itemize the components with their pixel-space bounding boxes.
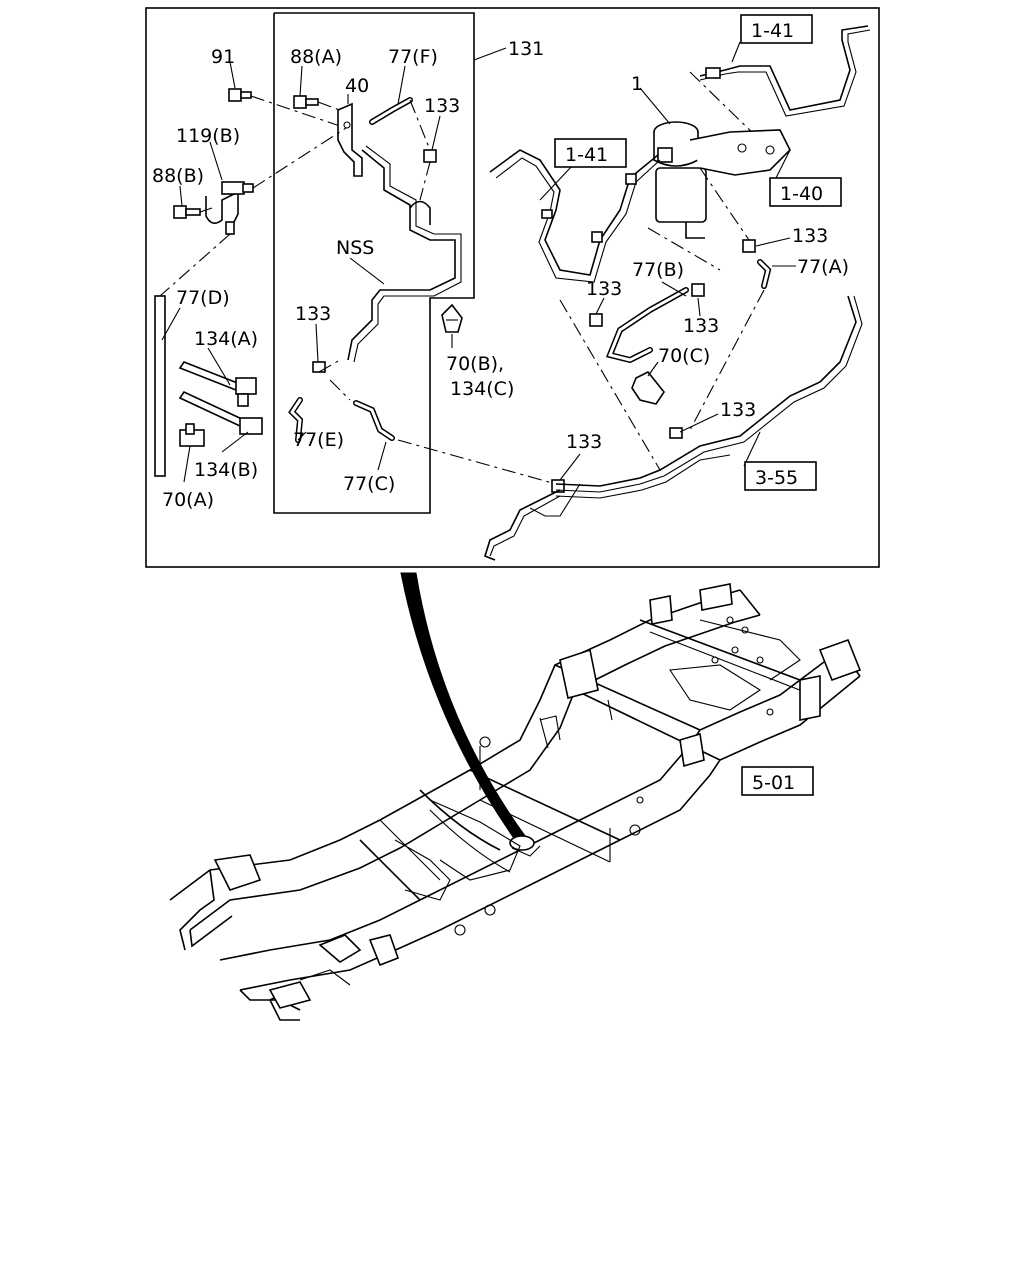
- tie-band-134a: [178, 361, 257, 407]
- label-133-bottom: 133: [566, 431, 602, 453]
- pipe-mid-1-41: [489, 149, 659, 276]
- clip-133-mid: [589, 313, 603, 327]
- label-133-mid: 133: [586, 278, 622, 300]
- label-77e: 77(E): [293, 429, 344, 451]
- ref-box-1-40[interactable]: 1-40: [769, 177, 842, 207]
- label-133-left: 133: [295, 303, 331, 325]
- label-40: 40: [345, 75, 369, 97]
- bolt-88a: [293, 95, 319, 109]
- svg-text:1-41: 1-41: [751, 20, 794, 42]
- label-133-top: 133: [424, 95, 460, 117]
- label-133-right: 133: [792, 225, 828, 247]
- detail-frame: [145, 7, 880, 568]
- tie-band-134b: [178, 390, 263, 435]
- ref-box-1-41-top[interactable]: 1-41: [740, 14, 813, 44]
- clip-133-mid2: [691, 283, 705, 297]
- clip-133-bottom: [551, 479, 565, 493]
- clip-70c: [631, 370, 665, 405]
- bolt-91: [228, 88, 252, 102]
- clip-70a: [179, 423, 205, 447]
- label-70c: 70(C): [658, 345, 710, 367]
- label-77a: 77(A): [797, 256, 849, 278]
- label-70b: 70(B),: [446, 353, 504, 375]
- label-134c: 134(C): [450, 378, 514, 400]
- label-nss: NSS: [336, 237, 374, 259]
- label-1: 1: [631, 73, 643, 95]
- bolt-88b: [173, 205, 201, 219]
- svg-text:5-01: 5-01: [752, 772, 795, 794]
- chassis-frame: [169, 583, 862, 1021]
- label-131: 131: [508, 38, 544, 60]
- bracket-119b: [205, 181, 254, 235]
- pipe-to-1-41: [699, 25, 869, 111]
- label-77d: 77(D): [176, 287, 230, 309]
- label-134a: 134(A): [194, 328, 258, 350]
- ref-box-3-55[interactable]: 3-55: [744, 461, 817, 491]
- svg-text:1-40: 1-40: [780, 183, 823, 205]
- leader-lines: [161, 41, 796, 483]
- label-88a: 88(A): [290, 46, 342, 68]
- ref-box-1-41-mid[interactable]: 1-41: [554, 138, 627, 168]
- label-133-mid2: 133: [683, 315, 719, 337]
- fuel-pipe-nss: [347, 149, 456, 361]
- clip-133-right: [742, 239, 756, 253]
- clip-133-low: [669, 427, 683, 439]
- label-77c: 77(C): [343, 473, 395, 495]
- label-91: 91: [211, 46, 235, 68]
- label-77f: 77(F): [388, 46, 438, 68]
- bracket-40: [337, 102, 363, 177]
- label-77b: 77(B): [632, 259, 684, 281]
- label-70a: 70(A): [162, 489, 214, 511]
- ref-box-5-01[interactable]: 5-01: [741, 766, 814, 796]
- locator-arrow: [400, 572, 529, 845]
- svg-text:3-55: 3-55: [755, 467, 798, 489]
- fuel-line-bundle: [555, 295, 857, 487]
- label-134b: 134(B): [194, 459, 258, 481]
- label-133-low: 133: [720, 399, 756, 421]
- svg-text:1-41: 1-41: [565, 144, 608, 166]
- clip-133-top: [423, 149, 437, 163]
- label-119b: 119(B): [176, 125, 240, 147]
- hose-77d: [154, 295, 166, 477]
- clip-70b: [441, 303, 463, 333]
- fuel-filter-1: [653, 121, 791, 239]
- label-88b: 88(B): [152, 165, 204, 187]
- clip-133-left: [312, 361, 326, 373]
- subassembly-frame-131: [273, 12, 475, 514]
